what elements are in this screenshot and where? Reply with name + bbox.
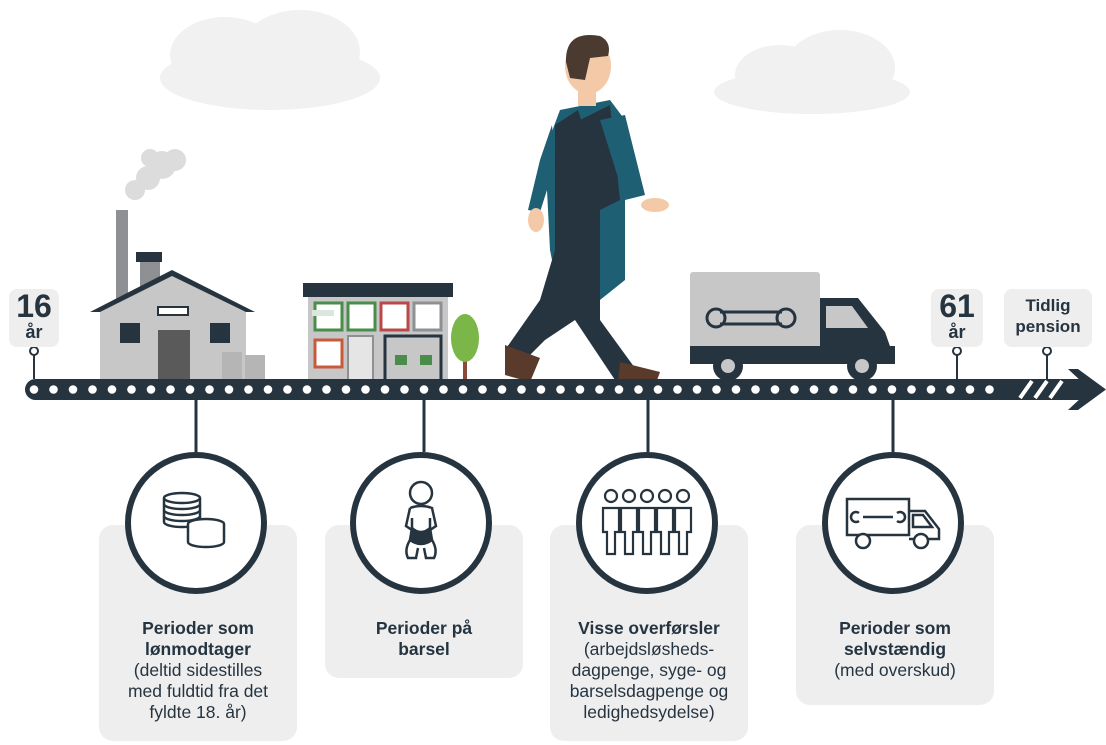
start-age-label: 16 år [9,289,59,347]
timeline-dot [127,385,136,394]
timeline-dot [88,385,97,394]
timeline-dot [848,385,858,394]
early-pension-label: Tidlig pension [1004,289,1092,347]
timeline-dot [263,385,273,394]
timeline-dot [497,385,507,394]
period-card-employee: Perioder som lønmodtager (deltid sidesti… [99,525,297,741]
timeline-dot [517,385,526,394]
timeline-dot [907,385,916,394]
timeline-dot [712,385,721,394]
baby-icon [350,452,492,594]
timeline-dot [614,385,624,394]
end-age-number: 61 [939,288,975,324]
timeline-dot [692,385,702,394]
timeline-dot [731,385,741,394]
apartment-building-icon [303,283,453,384]
van-icon [822,452,964,594]
timeline-dot [751,385,760,394]
timeline-dot [868,385,877,394]
timeline-dot [439,385,448,394]
timeline-dot [107,385,117,394]
timeline-dot [185,385,195,394]
timeline-dot [458,385,468,394]
tree-icon [451,314,479,382]
timeline-dot [536,385,546,394]
card-title: Perioder som lønmodtager [142,618,254,659]
timeline-dot [790,385,799,394]
period-card-transfers: Visse overførsler (arbejdsløsheds- dagpe… [550,525,748,741]
factory-icon [90,149,265,382]
timeline-dot [653,385,663,394]
wrench-icon [705,307,797,329]
timeline-dot [985,385,994,394]
timeline-dot [244,385,253,394]
coins-icon [125,452,267,594]
timeline-dot [770,385,780,394]
timeline-dot [205,385,214,394]
timeline-dot [809,385,819,394]
card-description: (deltid sidestilles med fuldtid fra det … [127,660,269,722]
timeline-dot [595,385,604,394]
cloud-left [160,10,380,110]
cloud-right [714,30,910,114]
start-age-number: 16 [16,288,52,324]
timeline-dot [634,385,643,394]
timeline-dot [673,385,682,394]
timeline-dot [419,385,429,394]
timeline-dot [302,385,312,394]
card-title: Visse overførsler [578,618,720,638]
early-pension-hatching [1018,379,1064,400]
timeline-dot [829,385,838,394]
timeline-dot [224,385,234,394]
end-age-label: 61 år [931,289,983,347]
people-group-icon [576,452,718,594]
timeline-dot [341,385,351,394]
card-description: (med overskud) [834,660,956,680]
timeline-dot [68,385,78,394]
timeline-dot [361,385,370,394]
card-title: Perioder som selvstændig [839,618,951,659]
timeline-track [25,369,1106,410]
end-age-unit: år [948,322,966,342]
timeline-dot [322,385,331,394]
timeline-dot [146,385,156,394]
age-markers [29,346,1052,379]
start-age-unit: år [25,322,43,342]
timeline-dot [887,385,897,394]
card-title: Perioder på barsel [375,618,473,659]
card-description: (arbejdsløsheds- dagpenge, syge- og bars… [569,639,729,722]
walking-worker-figure [505,35,669,386]
timeline-dot [166,385,175,394]
van-illustration [690,272,895,381]
timeline-dot [49,385,58,394]
timeline-dot [965,385,975,394]
timeline-dot [575,385,585,394]
timeline-dot [478,385,487,394]
timeline-dot [380,385,390,394]
timeline-dot [29,385,39,394]
timeline-dot [926,385,936,394]
timeline-dot [283,385,292,394]
timeline-dot [400,385,409,394]
timeline-dot [556,385,565,394]
timeline-dot [946,385,955,394]
